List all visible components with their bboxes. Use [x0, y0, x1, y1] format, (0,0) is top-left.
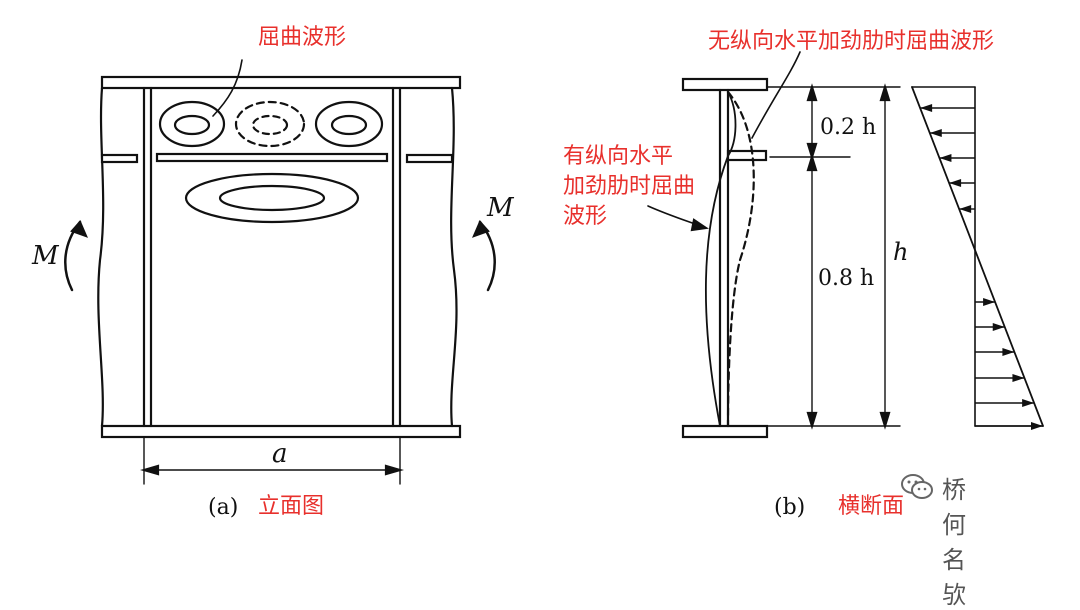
dim-lower-arrow-top: [806, 153, 818, 172]
spacing-label: a: [272, 439, 288, 469]
top-flange: [100, 75, 462, 90]
moment-label-left: M: [32, 241, 59, 271]
label-with-stiffener-line-1: 有纵向水平: [563, 144, 674, 169]
buckle-wave-3-outer: [314, 100, 384, 148]
section-top-flange: [681, 77, 769, 92]
moment-arrowhead-left: [70, 219, 89, 238]
dim-upper-label: 0.2 h: [820, 115, 877, 140]
stress-arrowhead: [1012, 374, 1025, 382]
stiffener-stub-left: [100, 153, 139, 164]
label-with-stiffener-line-3: 波形: [563, 204, 608, 229]
diagram-drawing: [64, 51, 1044, 485]
stress-arrowhead: [949, 179, 962, 187]
buckled-shape-with-stiffener: [704, 91, 737, 427]
stress-arrowhead: [920, 104, 933, 112]
stress-arrowhead: [983, 298, 996, 306]
buckle-wave-3-inner: [330, 114, 368, 136]
buckled-shape-without-stiffener: [726, 90, 755, 428]
right-break-line: [450, 86, 458, 428]
caption-b-title: 横断面: [838, 494, 905, 519]
buckle-wave-lower-inner: [218, 184, 326, 212]
stress-arrowhead: [1031, 422, 1043, 430]
figure-canvas: 屈曲波形 M M a (a) 立面图 无纵向水平加劲肋时屈曲波形 有纵向水平 加…: [32, 25, 1044, 609]
dim-lower-arrow-bottom: [806, 411, 818, 430]
dim-total-arrow-top: [879, 83, 891, 102]
section-bottom-flange: [681, 424, 769, 439]
dim-total-label: h: [893, 238, 909, 266]
longitudinal-stiffener: [155, 152, 389, 163]
buckling-shape-label: 屈曲波形: [258, 25, 347, 50]
left-break-line: [97, 86, 105, 428]
section-view: [647, 51, 1044, 439]
dimension-a-arrow-left: [139, 464, 160, 476]
caption-b-prefix: (b): [774, 495, 806, 520]
stress-arrowhead: [959, 205, 972, 213]
stiffener-stub-right: [405, 153, 454, 164]
buckle-wave-2-inner: [251, 114, 289, 136]
dim-lower-label: 0.8 h: [818, 266, 875, 291]
buckle-wave-1-inner: [173, 114, 211, 136]
moment-label-right: M: [487, 193, 514, 223]
buckle-wave-1-outer: [158, 100, 226, 148]
watermark-text: 桥何名欤: [942, 476, 966, 609]
stress-arrowhead: [929, 129, 942, 137]
stress-diagonal: [911, 86, 1044, 427]
elevation-view: [64, 59, 496, 485]
caption-a-prefix: (a): [208, 495, 239, 520]
buckle-wave-2-outer: [234, 100, 306, 148]
wechat-icon: [901, 474, 933, 499]
buckling-leader-line: [212, 59, 243, 117]
dim-upper-arrow-top: [806, 83, 818, 102]
stress-arrowhead: [939, 154, 952, 162]
stress-arrowhead: [992, 323, 1005, 331]
dim-upper-arrow-bottom: [806, 142, 818, 161]
stress-arrowhead: [1022, 399, 1035, 407]
buckle-wave-lower-outer: [184, 172, 360, 224]
dim-total-arrow-bottom: [879, 411, 891, 430]
leader-with-stiffener-arrowhead: [690, 218, 710, 232]
label-without-stiffener: 无纵向水平加劲肋时屈曲波形: [708, 29, 995, 54]
bottom-flange: [100, 424, 462, 439]
dimension-a-arrow-right: [384, 464, 405, 476]
caption-a-title: 立面图: [258, 494, 325, 519]
stress-arrows: [920, 104, 1043, 430]
label-with-stiffener-line-2: 加劲肋时屈曲: [563, 174, 696, 199]
stress-arrowhead: [1002, 348, 1015, 356]
leader-without-stiffener: [751, 51, 801, 139]
section-longitudinal-stiffener: [726, 149, 768, 162]
moment-arrowhead-right: [471, 219, 490, 238]
